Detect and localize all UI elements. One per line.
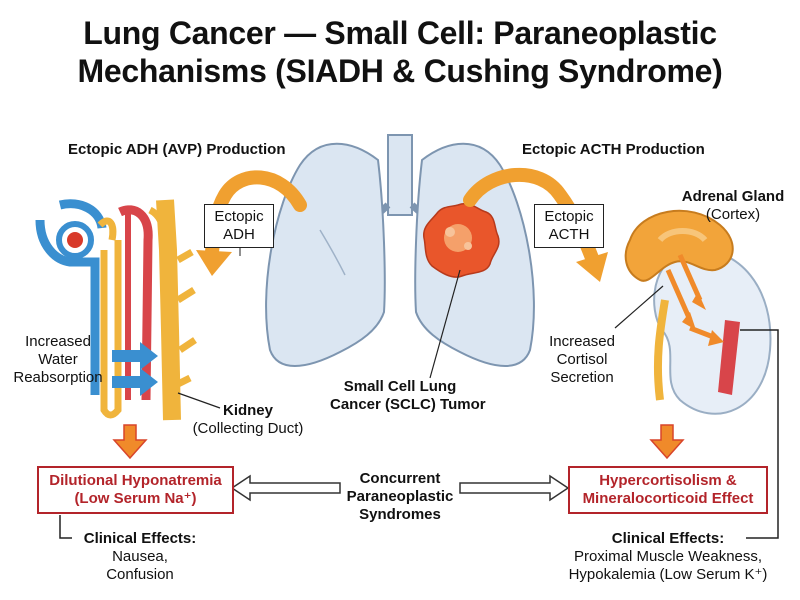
ectopic-acth-line-2: ACTH <box>548 226 590 243</box>
kidney-pointer-line <box>177 392 221 409</box>
right-effects-line-2: Hypokalemia (Low Serum K⁺) <box>568 566 768 583</box>
right-heading: Ectopic ACTH Production <box>522 141 705 158</box>
ectopic-adh-box: Ectopic ADH <box>204 204 274 248</box>
reabsorption-line-1: Increased <box>25 333 91 350</box>
tumor-pointer-line <box>429 269 461 379</box>
concurrent-line-3: Syndromes <box>359 506 441 523</box>
sclc-tumor <box>423 202 500 278</box>
tumor-line-2: Cancer (SCLC) Tumor <box>330 396 486 413</box>
ectopic-adh-line-1: Ectopic <box>214 208 264 225</box>
left-down-arrow <box>112 424 148 460</box>
concurrent-line-1: Concurrent <box>359 470 441 487</box>
cortisol-line-1: Increased <box>549 333 615 350</box>
cortisol-secretion-label: Increased Cortisol Secretion <box>532 333 632 387</box>
cortisol-line-3: Secretion <box>550 369 614 386</box>
ectopic-acth-box: Ectopic ACTH <box>534 204 604 248</box>
title-line-1: Lung Cancer — Small Cell: Paraneoplastic <box>83 15 717 51</box>
left-effects-bracket <box>59 515 72 539</box>
title-line-2: Mechanisms (SIADH & Cushing Syndrome) <box>77 53 723 89</box>
right-down-arrow <box>649 424 685 460</box>
left-effects-title: Clinical Effects: <box>83 530 197 547</box>
page-title: Lung Cancer — Small Cell: Paraneoplastic… <box>0 14 800 90</box>
adrenal-gland-label: Adrenal Gland (Cortex) <box>670 188 796 224</box>
concurrent-syndromes-label: Concurrent Paraneoplastic Syndromes <box>340 470 460 524</box>
tumor-line-1: Small Cell Lung <box>343 378 457 395</box>
left-clinical-effects: Clinical Effects: Nausea, Confusion <box>70 530 210 584</box>
water-reabsorption-label: Increased Water Reabsorption <box>8 333 108 387</box>
tumor-label: Small Cell Lung Cancer (SCLC) Tumor <box>330 378 486 414</box>
ectopic-acth-line-1: Ectopic <box>544 208 594 225</box>
right-effects-line-1: Proximal Muscle Weakness, <box>573 548 763 565</box>
hypercortisolism-line-1: Hypercortisolism & <box>599 472 737 489</box>
left-heading: Ectopic ADH (AVP) Production <box>68 141 286 158</box>
kidney-title: Kidney <box>222 402 273 419</box>
hypercortisolism-line-2: Mineralocorticoid Effect <box>582 490 754 507</box>
right-clinical-effects: Clinical Effects: Proximal Muscle Weakne… <box>558 530 778 584</box>
trachea <box>387 134 413 216</box>
cortisol-pointer-line <box>614 285 664 329</box>
concurrent-line-2: Paraneoplastic <box>346 488 454 505</box>
ectopic-adh-line-2: ADH <box>223 226 255 243</box>
kidney-label: Kidney (Collecting Duct) <box>188 402 308 438</box>
reabsorption-arrow-2 <box>112 368 158 396</box>
reabsorption-arrow-1 <box>112 342 158 370</box>
hypercortisolism-box: Hypercortisolism & Mineralocorticoid Eff… <box>568 466 768 514</box>
left-lung <box>265 142 386 367</box>
left-effects-line-1: Nausea, <box>112 548 168 565</box>
kidney-nephron-illustration <box>35 199 197 421</box>
right-hollow-arrow <box>459 474 570 502</box>
hyponatremia-line-2: (Low Serum Na⁺) <box>74 490 197 507</box>
kidney-subtitle: (Collecting Duct) <box>192 420 304 437</box>
right-effects-bracket <box>740 329 779 539</box>
hyponatremia-box: Dilutional Hyponatremia (Low Serum Na⁺) <box>37 466 234 514</box>
right-effects-title: Clinical Effects: <box>611 530 725 547</box>
reabsorption-line-2: Water <box>38 351 78 368</box>
adrenal-kidney-illustration <box>624 209 772 415</box>
cortisol-line-2: Cortisol <box>556 351 608 368</box>
adrenal-title: Adrenal Gland <box>681 188 785 205</box>
loop-of-henle <box>100 240 122 419</box>
renal-vessel <box>718 320 740 395</box>
left-effects-line-2: Confusion <box>106 566 174 583</box>
hyponatremia-line-1: Dilutional Hyponatremia <box>49 472 222 489</box>
left-hollow-arrow <box>230 474 341 502</box>
adrenal-gland <box>624 209 734 282</box>
collecting-duct <box>156 199 181 421</box>
reabsorption-line-3: Reabsorption <box>13 369 103 386</box>
adrenal-subtitle: (Cortex) <box>705 206 761 223</box>
